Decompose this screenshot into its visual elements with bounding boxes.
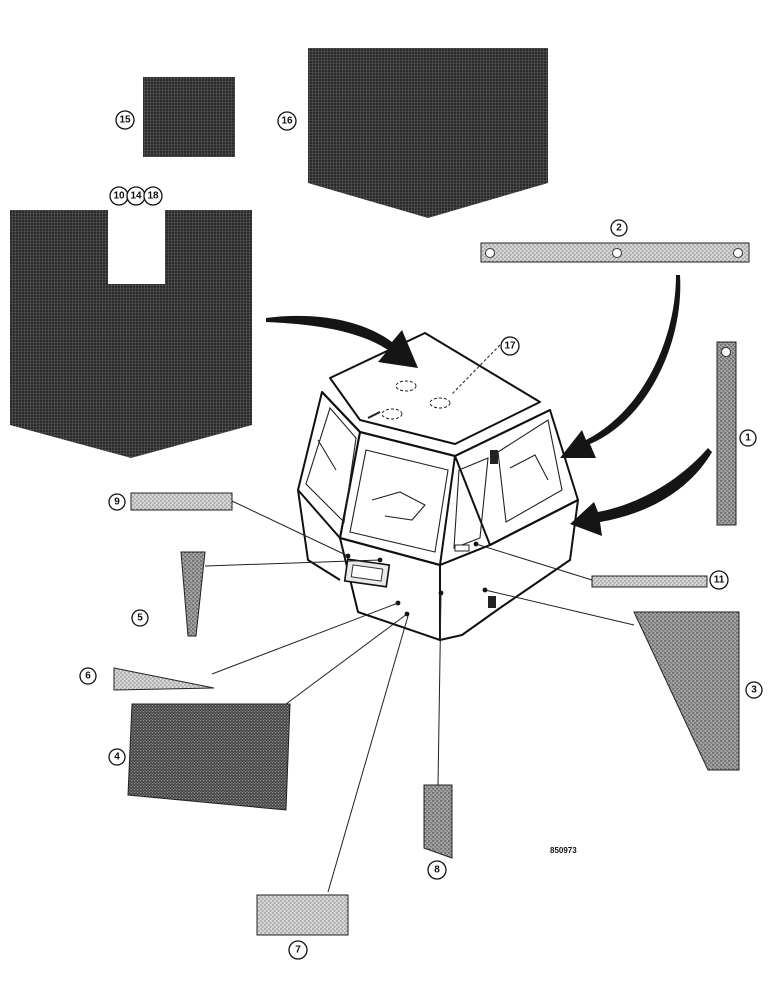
panel-6-wedge — [113, 667, 215, 691]
callout-14: 14 — [126, 186, 146, 206]
callout-3: 3 — [745, 681, 763, 699]
callout-16: 16 — [277, 111, 297, 131]
panel-11-strip — [591, 575, 708, 588]
callout-8: 8 — [427, 860, 447, 880]
callout-2: 2 — [610, 219, 628, 237]
svg-text:1: 1 — [745, 433, 751, 444]
panel-15 — [143, 77, 235, 157]
svg-text:9: 9 — [114, 497, 120, 508]
arrow-to-roof — [266, 315, 418, 368]
callout-10: 10 — [109, 186, 129, 206]
svg-text:4: 4 — [114, 752, 120, 763]
callout-1: 1 — [739, 429, 757, 447]
operator-cab — [297, 332, 579, 641]
svg-text:2: 2 — [616, 223, 622, 234]
callout-4: 4 — [108, 748, 126, 766]
svg-text:6: 6 — [85, 671, 91, 682]
reference-code: 850973 — [550, 846, 577, 855]
callout-17: 17 — [500, 336, 520, 356]
panel-16 — [308, 48, 548, 218]
svg-text:7: 7 — [295, 945, 301, 956]
callout-5: 5 — [131, 609, 149, 627]
panel-7 — [256, 894, 349, 936]
callout-6: 6 — [79, 667, 97, 685]
callout-7: 7 — [288, 940, 308, 960]
svg-text:8: 8 — [434, 865, 440, 876]
leader-lines — [204, 344, 635, 893]
panel-8 — [423, 784, 453, 859]
svg-text:5: 5 — [137, 613, 143, 624]
callout-18: 18 — [143, 186, 163, 206]
svg-text:16: 16 — [281, 116, 293, 127]
arrow-to-rear — [570, 448, 712, 536]
svg-text:10: 10 — [113, 191, 125, 202]
svg-text:3: 3 — [751, 685, 757, 696]
panel-5-wedge — [180, 551, 206, 637]
svg-text:14: 14 — [130, 191, 142, 202]
panel-3 — [633, 611, 740, 771]
arrow-to-side — [560, 275, 681, 458]
panel-10-14-18 — [10, 210, 252, 458]
callout-11: 11 — [709, 570, 729, 590]
panel-1-strip — [716, 341, 737, 526]
panel-2-strip — [480, 242, 750, 263]
panel-4 — [127, 703, 291, 811]
panel-9-strip — [130, 492, 233, 511]
svg-text:11: 11 — [714, 575, 725, 586]
svg-text:17: 17 — [504, 341, 516, 352]
svg-text:18: 18 — [147, 191, 159, 202]
callout-9: 9 — [108, 493, 126, 511]
callout-15: 15 — [115, 110, 135, 130]
svg-text:15: 15 — [119, 115, 131, 126]
